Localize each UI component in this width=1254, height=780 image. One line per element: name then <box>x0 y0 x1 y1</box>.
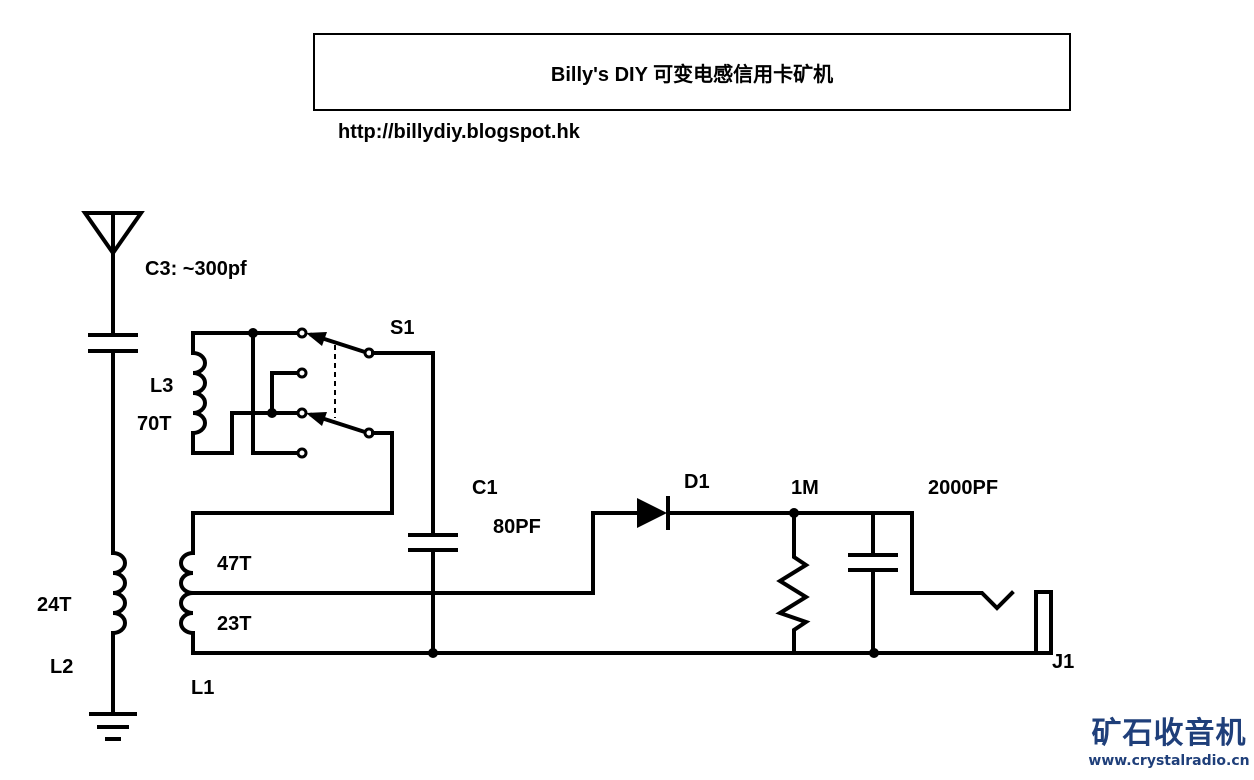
capacitor-2000pf <box>848 511 898 655</box>
label-l1-lower-tap: 23T <box>217 613 251 635</box>
label-c1-value: 80PF <box>493 516 541 538</box>
antenna-icon <box>81 211 145 337</box>
resistor-1m <box>775 511 811 655</box>
page-title: Billy's DIY 可变电感信用卡矿机 <box>550 63 834 86</box>
inductor-l1 <box>179 550 196 655</box>
label-l3-name: L3 <box>150 375 173 397</box>
ground-icon <box>89 712 137 741</box>
label-j1: J1 <box>1052 651 1074 673</box>
watermark-text: 矿石收音机 <box>1091 716 1247 751</box>
junction-dot <box>248 328 258 338</box>
inductor-l2 <box>110 550 127 716</box>
watermark-url: www.crystalradio.cn <box>1088 753 1250 769</box>
label-s1: S1 <box>390 317 414 339</box>
junction-dot <box>869 648 879 658</box>
label-c1-name: C1 <box>472 477 498 499</box>
label-d1: D1 <box>684 471 710 493</box>
switch-s1 <box>296 327 375 459</box>
inductor-l3 <box>190 331 304 455</box>
junction-dot <box>428 648 438 658</box>
label-resistor: 1M <box>791 477 819 499</box>
label-c3: C3: ~300pf <box>145 258 247 280</box>
capacitor-c1 <box>408 533 458 655</box>
label-l1-upper-tap: 47T <box>217 553 251 575</box>
label-capacitor-2000pf: 2000PF <box>928 477 998 499</box>
label-l1-name: L1 <box>191 677 214 699</box>
junction-dot <box>267 408 277 418</box>
label-l2-name: L2 <box>50 656 73 678</box>
title-box: Billy's DIY 可变电感信用卡矿机 <box>313 33 1071 111</box>
label-l2-turns: 24T <box>37 594 71 616</box>
diode-d1 <box>637 496 670 530</box>
capacitor-c3 <box>88 333 138 555</box>
blog-url: http://billydiy.blogspot.hk <box>338 121 580 143</box>
label-l3-turns: 70T <box>137 413 171 435</box>
jack-j1 <box>910 511 1053 655</box>
watermark-logo: 矿石收音机 www.crystalradio.cn <box>1086 716 1252 770</box>
